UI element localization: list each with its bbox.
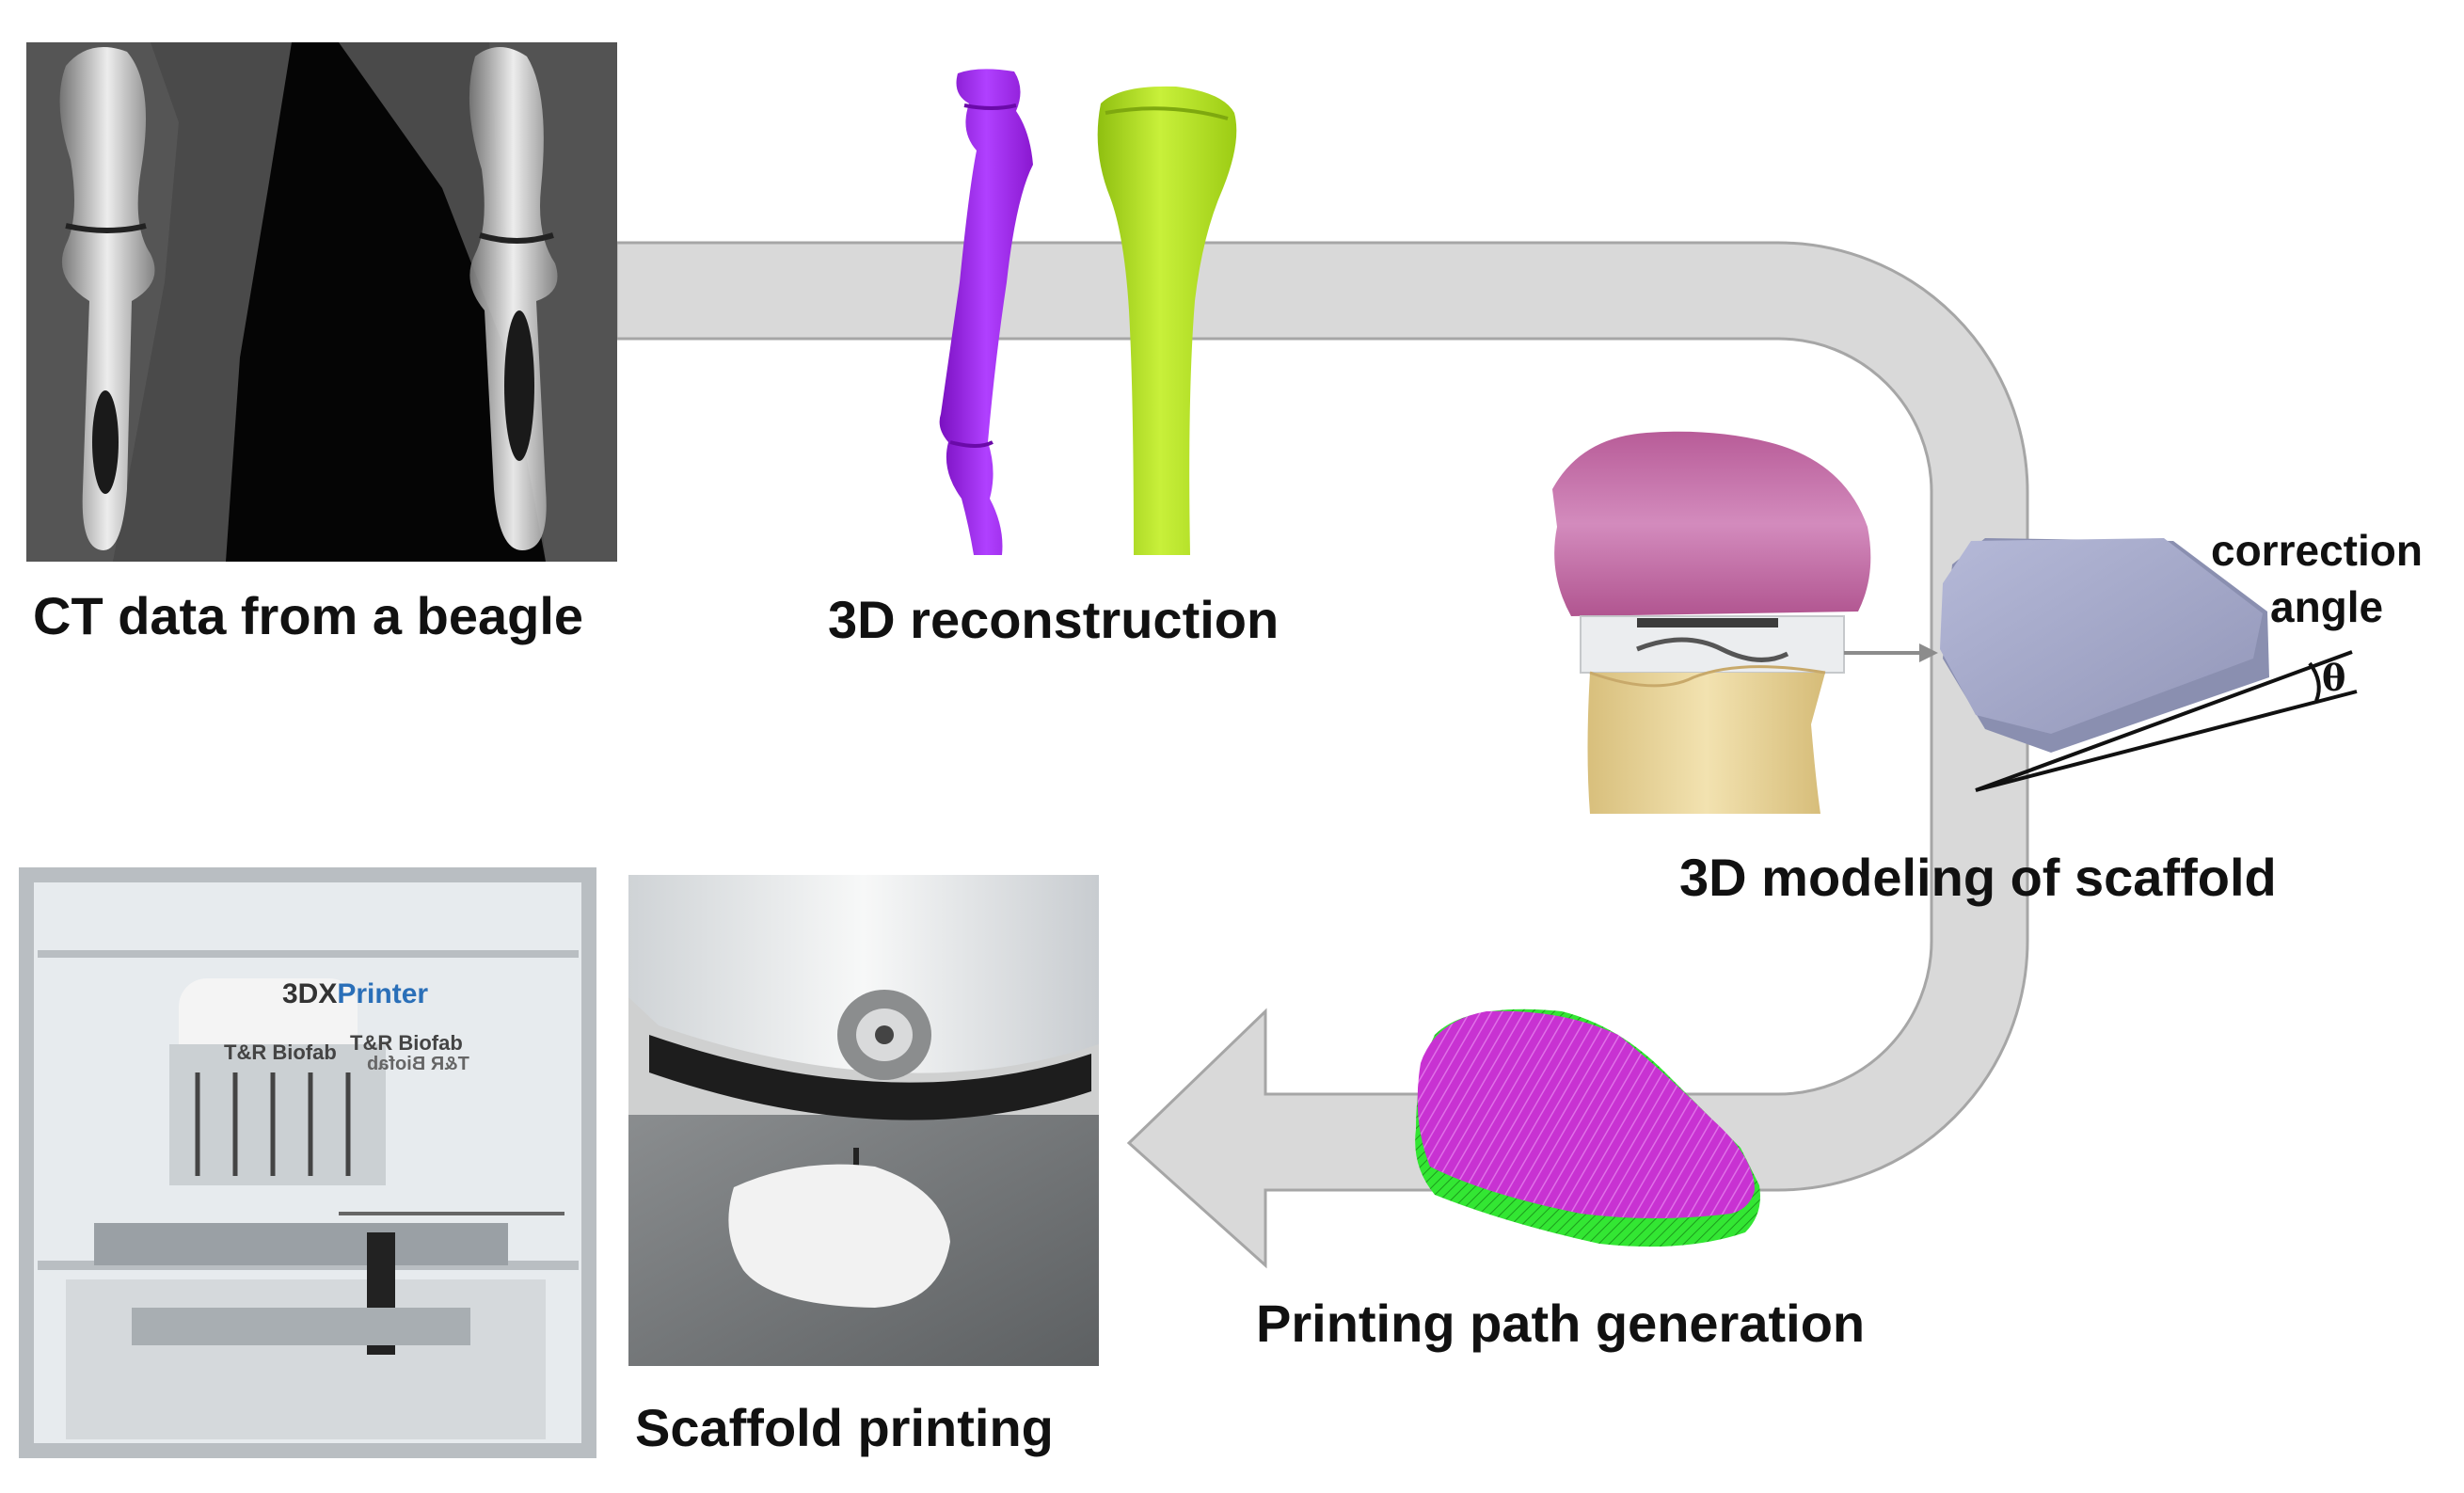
printer-brand-prefix: 3DX [282, 978, 338, 1009]
printer-brand-label: 3DXPrinter [282, 978, 428, 1010]
caption-printing-path: Printing path generation [1256, 1294, 1866, 1353]
caption-scaffold-printing: Scaffold printing [635, 1398, 1054, 1457]
flow-arrow [614, 241, 2029, 1269]
scaffold-printing-photo [628, 875, 1099, 1366]
caption-3d-modeling: 3D modeling of scaffold [1679, 848, 2277, 907]
printer-photo [19, 867, 596, 1458]
knee-model [1552, 431, 1871, 814]
fibula-model [939, 69, 1033, 555]
caption-3d-reconstruction: 3D reconstruction [828, 590, 1280, 649]
correction-angle-lines [1975, 650, 2358, 792]
printing-path-model [1415, 1009, 1760, 1247]
tibia-model [1097, 86, 1237, 556]
printer-brand-suffix: Printer [337, 978, 429, 1009]
printer-company-label-mirrored: T&R Biofab [367, 1054, 469, 1074]
caption-ct-data: CT data from a beagle [33, 586, 584, 645]
correction-label-line2: angle [2270, 582, 2384, 631]
printer-company-label-2: T&R Biofab [350, 1031, 463, 1055]
scaffold-model [1940, 538, 2269, 753]
ct-image [26, 42, 617, 562]
printer-company-label-1: T&R Biofab [224, 1040, 337, 1064]
correction-label-line1: correction [2211, 526, 2423, 575]
theta-symbol: θ [2322, 657, 2346, 699]
connector-arrow [1844, 643, 1938, 662]
